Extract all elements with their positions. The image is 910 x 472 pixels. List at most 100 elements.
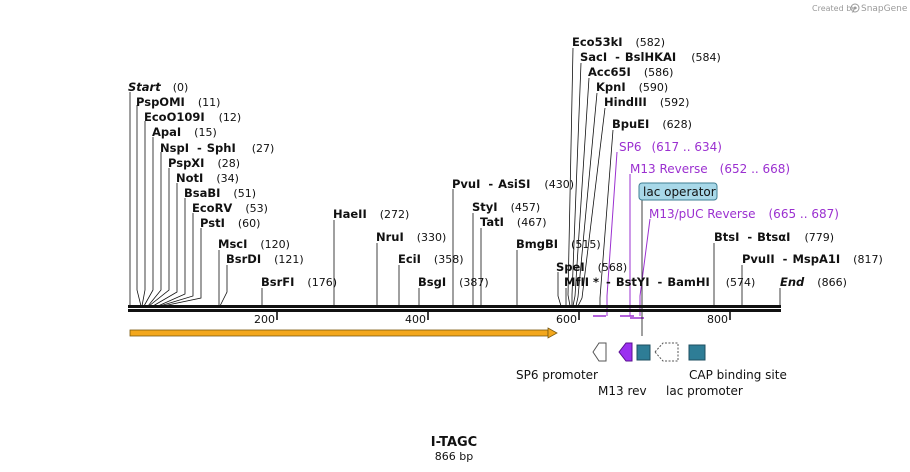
primer-name: M13/pUC Reverse: [649, 207, 756, 221]
site-noti[interactable]: NotI(34): [176, 171, 239, 185]
lac-operator-block-icon[interactable]: [636, 344, 651, 361]
site-position: (467): [517, 216, 547, 229]
site-pvuii-mspa1i[interactable]: PvuII-MspA1I(817): [742, 252, 883, 266]
leader-pspomi: [136, 105, 142, 307]
site-pspxi[interactable]: PspXI(28): [168, 156, 240, 170]
site-acc65i[interactable]: Acc65I(586): [588, 65, 673, 79]
site-msci[interactable]: MscI(120): [218, 237, 290, 251]
site-ecoo109i[interactable]: EcoO109I(12): [144, 110, 241, 124]
site-name: EciI: [398, 252, 421, 266]
primer-m13-puc-reverse[interactable]: M13/pUC Reverse(665 .. 687): [649, 207, 839, 221]
ruler-tick-label: 600: [556, 313, 577, 326]
site-bmgbi[interactable]: BmgBI(515): [516, 237, 601, 251]
site-name: PspXI: [168, 156, 204, 170]
site-bsrdi[interactable]: BsrDI(121): [226, 252, 304, 266]
site-name-2: BstYI: [616, 275, 650, 289]
site-bsabi[interactable]: BsaBI(51): [184, 186, 256, 200]
primer-leader-sp6: [606, 151, 618, 316]
site-position: (430): [544, 178, 574, 191]
site-name: SpeI: [556, 260, 585, 274]
site-ecii[interactable]: EciI (358): [398, 252, 464, 266]
site-psti[interactable]: PstI(60): [200, 216, 260, 230]
primer-name: M13 Reverse: [630, 162, 708, 176]
leader-spei: [557, 272, 562, 307]
site-name: NotI: [176, 171, 203, 185]
leader-kpni: [575, 92, 598, 307]
leader-pspxi: [148, 168, 170, 307]
primer-range: (652 .. 668): [720, 162, 790, 176]
leader-ecoo109i: [141, 121, 146, 307]
site-name: KpnI: [596, 80, 626, 94]
site-position: (582): [636, 36, 666, 49]
sp6-promoter-arrow-icon[interactable]: [592, 342, 607, 362]
site-pvui-asisi[interactable]: PvuI-AsiSI(430): [452, 177, 574, 191]
ruler-tick-label: 200: [254, 313, 275, 326]
site-position: (779): [804, 231, 834, 244]
feature-label-cap-binding-site: CAP binding site: [689, 368, 787, 382]
site-styi[interactable]: StyI(457): [472, 200, 540, 214]
leader-saci: [571, 62, 582, 306]
site-spei[interactable]: SpeI(568): [556, 260, 627, 274]
site-position: (176): [307, 276, 337, 289]
site-pspomi[interactable]: PspOMI(11): [136, 95, 220, 109]
site-position: (387): [459, 276, 489, 289]
site-position: (358): [434, 253, 464, 266]
cap-binding-site-block-icon[interactable]: [688, 344, 706, 361]
primer-m13-reverse[interactable]: M13 Reverse (652 .. 668): [630, 162, 790, 176]
site-name: BmgBI: [516, 237, 558, 251]
lac-promoter-arrow-icon[interactable]: [654, 342, 679, 362]
leader-bsabi: [157, 198, 186, 307]
site-nrui[interactable]: NruI(330): [376, 230, 446, 244]
site-separator: -: [197, 141, 202, 155]
leader-hindiii: [577, 107, 606, 307]
primer-name: SP6: [619, 140, 642, 154]
site-saci-bslhkai[interactable]: SacI-BslHKAI(584): [580, 50, 721, 64]
ruler-tick: 600: [556, 312, 580, 326]
site-tati[interactable]: TatI (467): [480, 215, 547, 229]
site-name: NspI: [160, 141, 189, 155]
leader-bpuei: [599, 129, 614, 306]
site-start[interactable]: Start(0): [128, 80, 188, 94]
site-position: (121): [274, 253, 304, 266]
feature-label-m13-rev: M13 rev: [598, 384, 647, 398]
site-mfli-bstyi-bamhi[interactable]: MfII *-BstYI-BamHI(574): [564, 275, 755, 289]
site-end[interactable]: End(866): [780, 275, 847, 289]
site-position: (574): [726, 276, 756, 289]
site-position: (12): [219, 111, 242, 124]
site-position: (457): [511, 201, 541, 214]
site-bpuei[interactable]: BpuEI(628): [612, 117, 692, 131]
site-bsrfi[interactable]: BsrFI (176): [261, 275, 337, 289]
leader-psti: [162, 228, 202, 307]
site-kpni[interactable]: KpnI(590): [596, 80, 668, 94]
site-hindiii[interactable]: HindIII(592): [604, 95, 689, 109]
primer-brackets: [593, 315, 644, 319]
site-btsi-btsai[interactable]: BtsI-BtsαI(779): [714, 230, 834, 244]
lac-operator-label: lac operator: [643, 185, 716, 199]
m13-rev-arrow-icon[interactable]: [618, 342, 633, 362]
site-position: (0): [173, 81, 189, 94]
site-nspi-sphi[interactable]: NspI-SphI(27): [160, 141, 274, 155]
feature-label-sp6-promoter: SP6 promoter: [516, 368, 598, 382]
site-separator: -: [615, 50, 620, 64]
site-name: BsrFI: [261, 275, 294, 289]
site-name: Eco53kI: [572, 35, 623, 49]
site-eco53ki[interactable]: Eco53kI (582): [572, 35, 665, 49]
site-name: BtsI: [714, 230, 739, 244]
site-position: (592): [660, 96, 690, 109]
site-apai[interactable]: ApaI(15): [152, 125, 217, 139]
site-name: MfII *: [564, 275, 599, 289]
site-name: TatI: [480, 215, 504, 229]
site-position: (15): [194, 126, 217, 139]
site-name-2: SphI: [207, 141, 236, 155]
lac-operator[interactable]: lac operator: [638, 182, 718, 201]
sequence-length: 866 bp: [435, 450, 473, 463]
leader-eco53ki: [567, 47, 574, 307]
site-bsgi[interactable]: BsgI(387): [418, 275, 489, 289]
feature-labels: SP6 promoter M13 rev lac promoter CAP bi…: [516, 368, 787, 398]
site-name: PspOMI: [136, 95, 185, 109]
orf-arrow[interactable]: [129, 327, 558, 339]
primer-sp6[interactable]: SP6(617 .. 634): [619, 140, 722, 154]
site-ecorv[interactable]: EcoRV(53): [192, 201, 268, 215]
site-haeii[interactable]: HaeII(272): [333, 207, 409, 221]
